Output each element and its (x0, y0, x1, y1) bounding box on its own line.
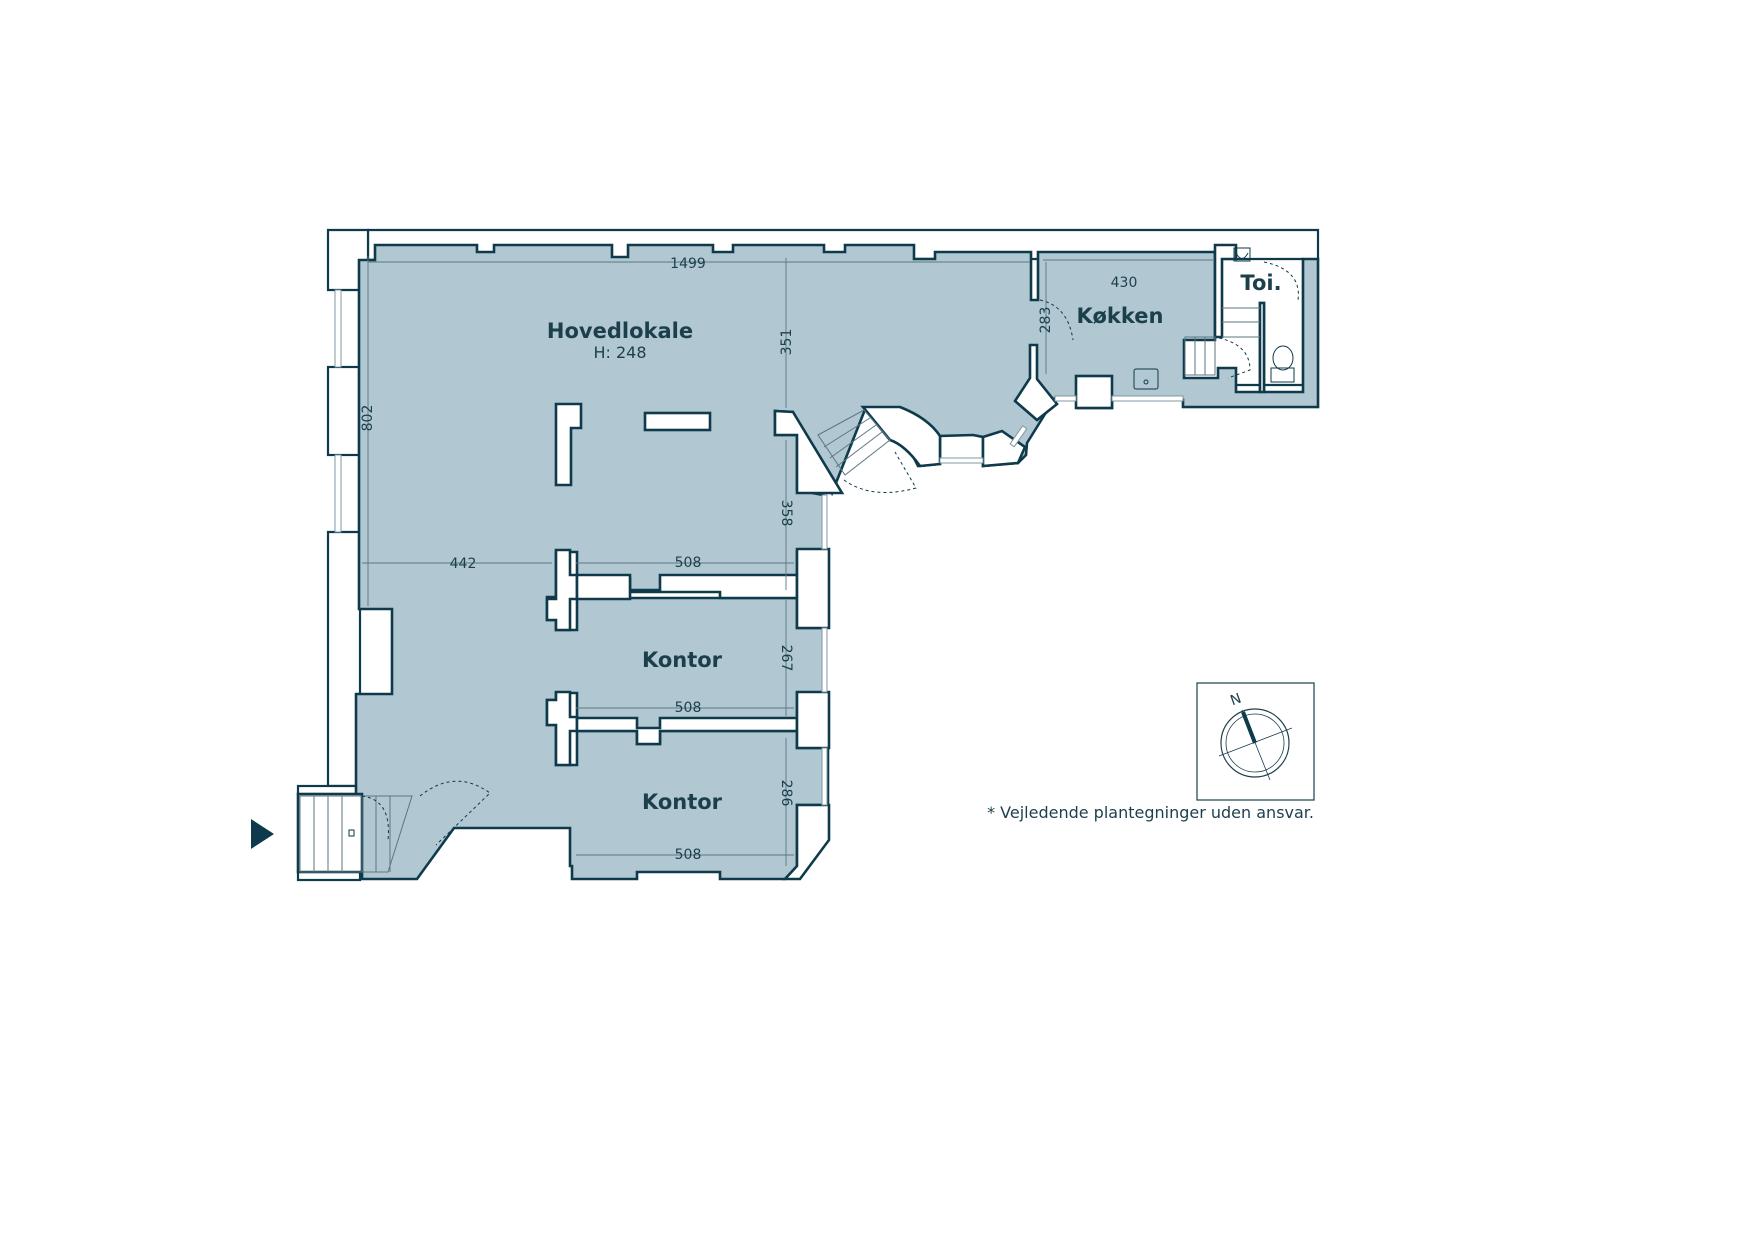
disclaimer-text: * Vejledende plantegninger uden ansvar. (987, 803, 1314, 822)
entrance-arrow-icon (251, 819, 274, 849)
dim-main-right-upper: 351 (779, 329, 795, 356)
dim-kitchen-width: 430 (1111, 275, 1138, 291)
dim-main-right-lower: 358 (778, 500, 794, 527)
dim-kontor2-width: 508 (675, 847, 702, 863)
compass-north-label: N (1228, 691, 1243, 710)
door-swings (361, 261, 1299, 846)
dim-mid-span: 508 (675, 555, 702, 571)
room-height-label: H: 248 (593, 343, 646, 362)
dim-main-width: 1499 (670, 256, 706, 272)
dim-kontor2-depth: 286 (778, 780, 794, 807)
dim-kitchen-depth: 283 (1038, 307, 1054, 334)
dim-kontor1-depth: 267 (778, 645, 794, 672)
stairs (299, 307, 1260, 873)
dim-kontor1-width: 508 (675, 700, 702, 716)
fixtures (348, 247, 1295, 837)
compass-icon: N (1196, 682, 1315, 801)
main-floor (354, 243, 1320, 881)
room-label-toilet: Toi. (1240, 271, 1281, 295)
room-label-hovedlokale: Hovedlokale (547, 319, 693, 343)
room-label-kontor-2: Kontor (642, 790, 723, 814)
dim-left-span: 442 (450, 556, 477, 572)
dim-main-depth: 802 (360, 405, 376, 432)
dimension-lines (362, 256, 1213, 866)
windows-left (334, 289, 342, 533)
room-label-kontor-1: Kontor (642, 648, 723, 672)
interior-walls (296, 243, 1266, 881)
windows-right (821, 395, 1184, 806)
room-label-kokken: Køkken (1077, 304, 1164, 328)
